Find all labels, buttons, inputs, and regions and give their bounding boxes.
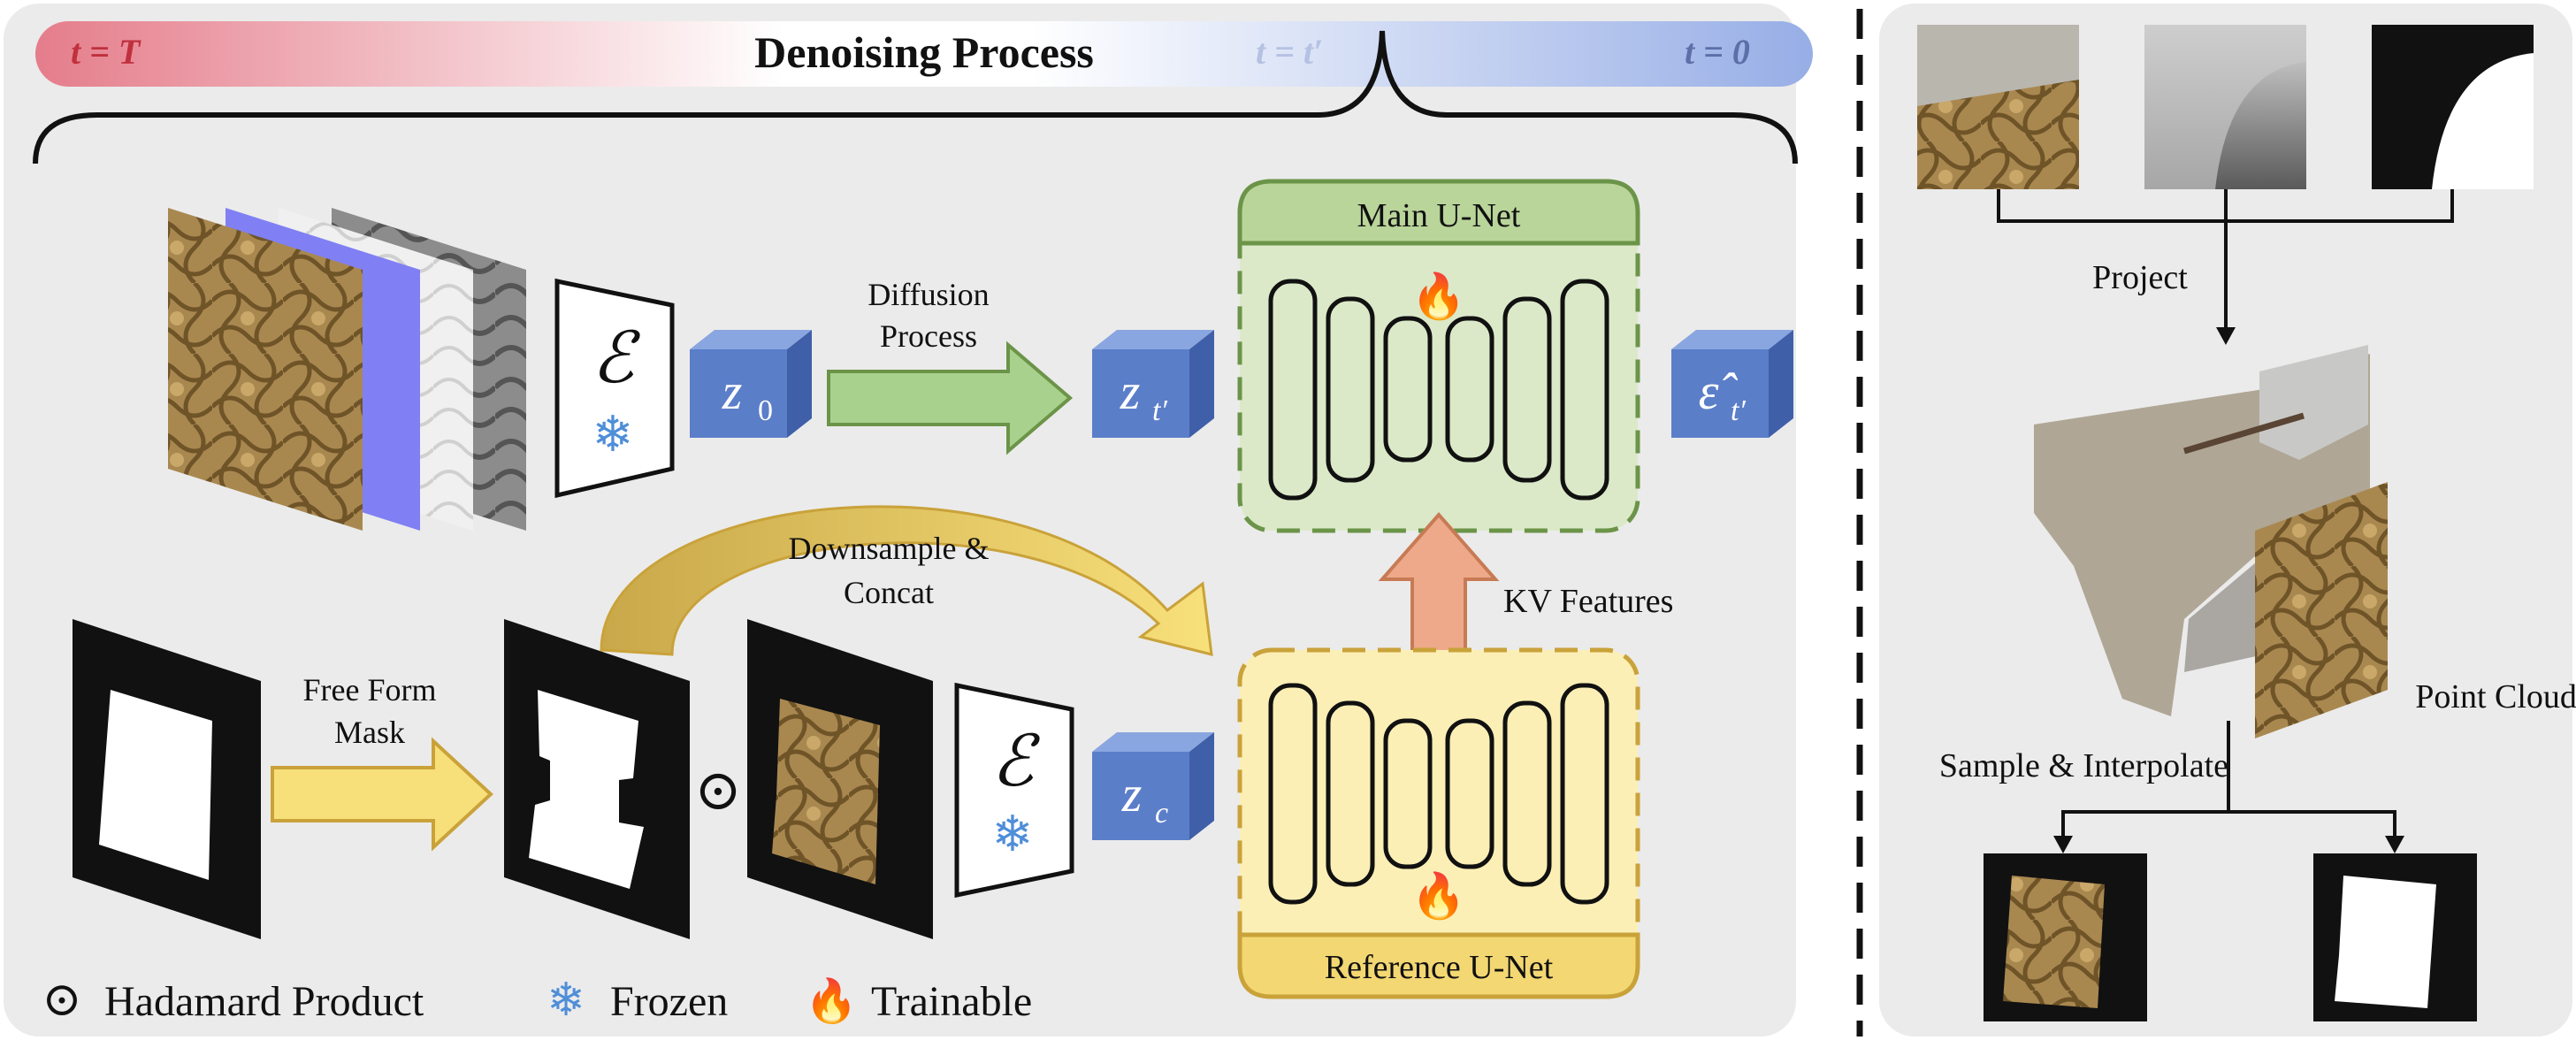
z0-symbol: z bbox=[722, 363, 743, 420]
diffusion-label-1: Diffusion bbox=[868, 277, 989, 312]
point-cloud: Point Clouds bbox=[2034, 345, 2576, 738]
t-mid-label: t = t′ bbox=[1256, 32, 1323, 72]
fire-icon-main: 🔥 bbox=[1411, 271, 1466, 321]
freeform-label-2: Mask bbox=[334, 715, 405, 750]
main-unet-label: Main U-Net bbox=[1357, 197, 1521, 234]
fire-icon-ref: 🔥 bbox=[1411, 870, 1466, 921]
hadamard-symbol: ⊙ bbox=[694, 759, 742, 822]
latent-zt-cube: z t′ bbox=[1092, 330, 1214, 438]
freeform-arrow bbox=[271, 737, 493, 852]
snowflake-icon: ❄ bbox=[592, 408, 634, 463]
reference-unet-label: Reference U-Net bbox=[1325, 949, 1554, 986]
reference-unet: Reference U-Net 🔥 bbox=[1237, 647, 1640, 999]
t-end-label: t = 0 bbox=[1685, 32, 1750, 72]
zc-symbol: z bbox=[1121, 765, 1143, 822]
freeform-label-1: Free Form bbox=[303, 672, 437, 708]
downsample-label-1: Downsample & bbox=[789, 531, 990, 566]
legend-fire-icon: 🔥 bbox=[805, 976, 858, 1025]
diffusion-label-2: Process bbox=[880, 318, 977, 354]
encoder-bottom bbox=[954, 682, 1074, 899]
legend: ⊙ Hadamard Product ❄ Frozen 🔥 Trainable bbox=[42, 973, 1032, 1026]
denoising-title: Denoising Process bbox=[754, 27, 1094, 77]
t-start-label: t = T bbox=[71, 32, 141, 72]
zt-symbol: z bbox=[1120, 363, 1141, 420]
project-label: Project bbox=[2092, 259, 2188, 296]
encoder-bottom-symbol: ℰ bbox=[991, 723, 1041, 801]
sample-interpolate-label: Sample & Interpolate bbox=[1939, 747, 2228, 784]
noise-pred-cube: ε̂ t′ bbox=[1671, 330, 1793, 438]
latent-z0-cube: z 0 bbox=[690, 330, 812, 438]
downsample-label-2: Concat bbox=[844, 575, 934, 610]
kv-features-label: KV Features bbox=[1503, 583, 1673, 620]
legend-snowflake-icon: ❄ bbox=[547, 975, 585, 1026]
eps-subscript: t′ bbox=[1731, 394, 1746, 427]
masked-texture-region bbox=[772, 699, 880, 884]
legend-frozen-label: Frozen bbox=[610, 978, 728, 1025]
zc-subscript: c bbox=[1155, 797, 1168, 830]
latent-zc-cube: z c bbox=[1092, 732, 1214, 840]
kv-arrow bbox=[1378, 511, 1500, 661]
timestep-brace bbox=[33, 30, 1798, 164]
z0-subscript: 0 bbox=[758, 394, 773, 427]
encoder-top bbox=[554, 278, 675, 499]
snowflake-icon-bottom: ❄ bbox=[992, 807, 1034, 862]
legend-trainable-label: Trainable bbox=[871, 978, 1032, 1025]
downsample-arrow bbox=[600, 505, 1213, 656]
legend-hadamard-label: Hadamard Product bbox=[104, 978, 424, 1025]
encoder-symbol: ℰ bbox=[592, 320, 641, 398]
diffusion-arrow bbox=[827, 340, 1074, 455]
legend-hadamard-symbol: ⊙ bbox=[42, 973, 81, 1026]
point-clouds-label: Point Clouds bbox=[2415, 678, 2576, 715]
input-mask-region bbox=[99, 690, 212, 880]
albedo-map bbox=[168, 208, 363, 531]
main-unet: Main U-Net 🔥 bbox=[1237, 179, 1640, 533]
freeform-mask-region bbox=[529, 690, 644, 889]
denoising-bar bbox=[35, 21, 1813, 87]
zt-subscript: t′ bbox=[1152, 394, 1167, 427]
sample-connector bbox=[2061, 810, 2396, 840]
